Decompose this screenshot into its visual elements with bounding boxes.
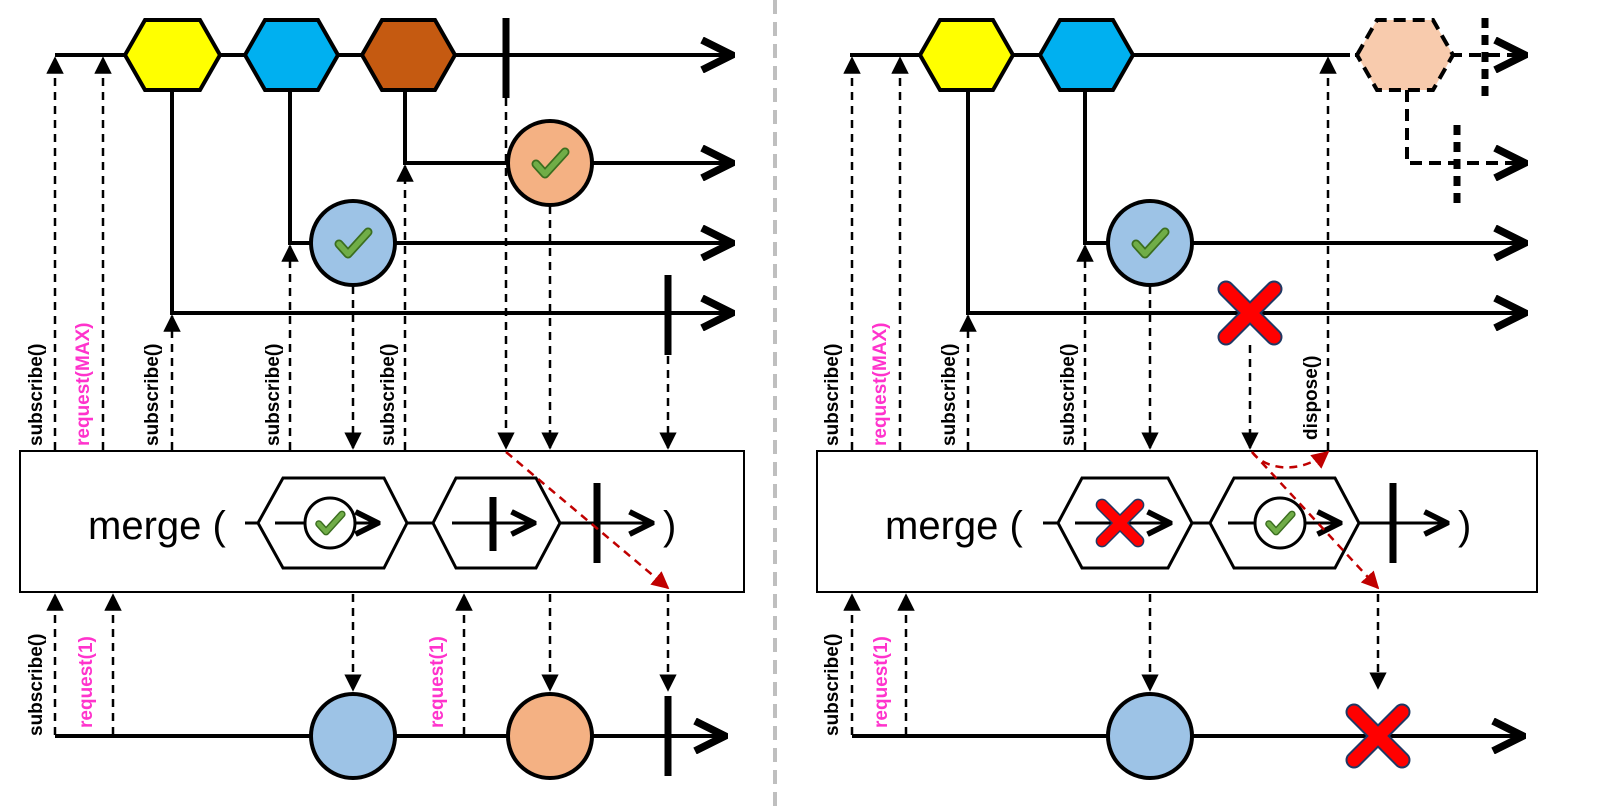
left-request-1-label-a: request(1) (76, 636, 97, 728)
merge-label-r: merge ( (885, 504, 1023, 548)
left-request-max-label: request(MAX) (73, 322, 94, 446)
outer-item-blue-r (1037, 18, 1136, 92)
left-panel: merge ( ) subscribe() request(MAX) (19, 18, 745, 780)
merge-close: ) (663, 504, 676, 548)
left-subscribe-label-3: subscribe() (263, 344, 284, 446)
output-item-light-blue-r (1106, 692, 1194, 780)
right-request-1-label: request(1) (871, 636, 892, 728)
right-request-max-label: request(MAX) (870, 322, 891, 446)
left-subscribe-label-4: subscribe() (378, 344, 399, 446)
merge-label: merge ( (88, 504, 226, 548)
merge-close-r: ) (1458, 504, 1471, 548)
right-dispose-label: dispose() (1301, 356, 1322, 440)
left-subscribe-label-2: subscribe() (142, 344, 163, 446)
right-subscribe-label-2: subscribe() (939, 344, 960, 446)
left-request-1-label-b: request(1) (427, 636, 448, 728)
right-panel: merge ( ) subscribe() request(MAX) subsc… (816, 18, 1538, 780)
outer-item-yellow (122, 18, 223, 92)
cancelled-item-peach (1354, 18, 1456, 92)
left-output-subscribe-label: subscribe() (26, 634, 47, 736)
outer-item-brown (359, 18, 458, 92)
output-item-orange (506, 692, 594, 780)
outer-item-blue (242, 18, 341, 92)
outer-item-yellow-r (917, 18, 1016, 92)
right-subscribe-label-3: subscribe() (1058, 344, 1079, 446)
output-item-light-blue (309, 692, 397, 780)
left-subscribe-label-1: subscribe() (26, 344, 47, 446)
right-output-subscribe-label: subscribe() (822, 634, 843, 736)
right-subscribe-label-1: subscribe() (822, 344, 843, 446)
